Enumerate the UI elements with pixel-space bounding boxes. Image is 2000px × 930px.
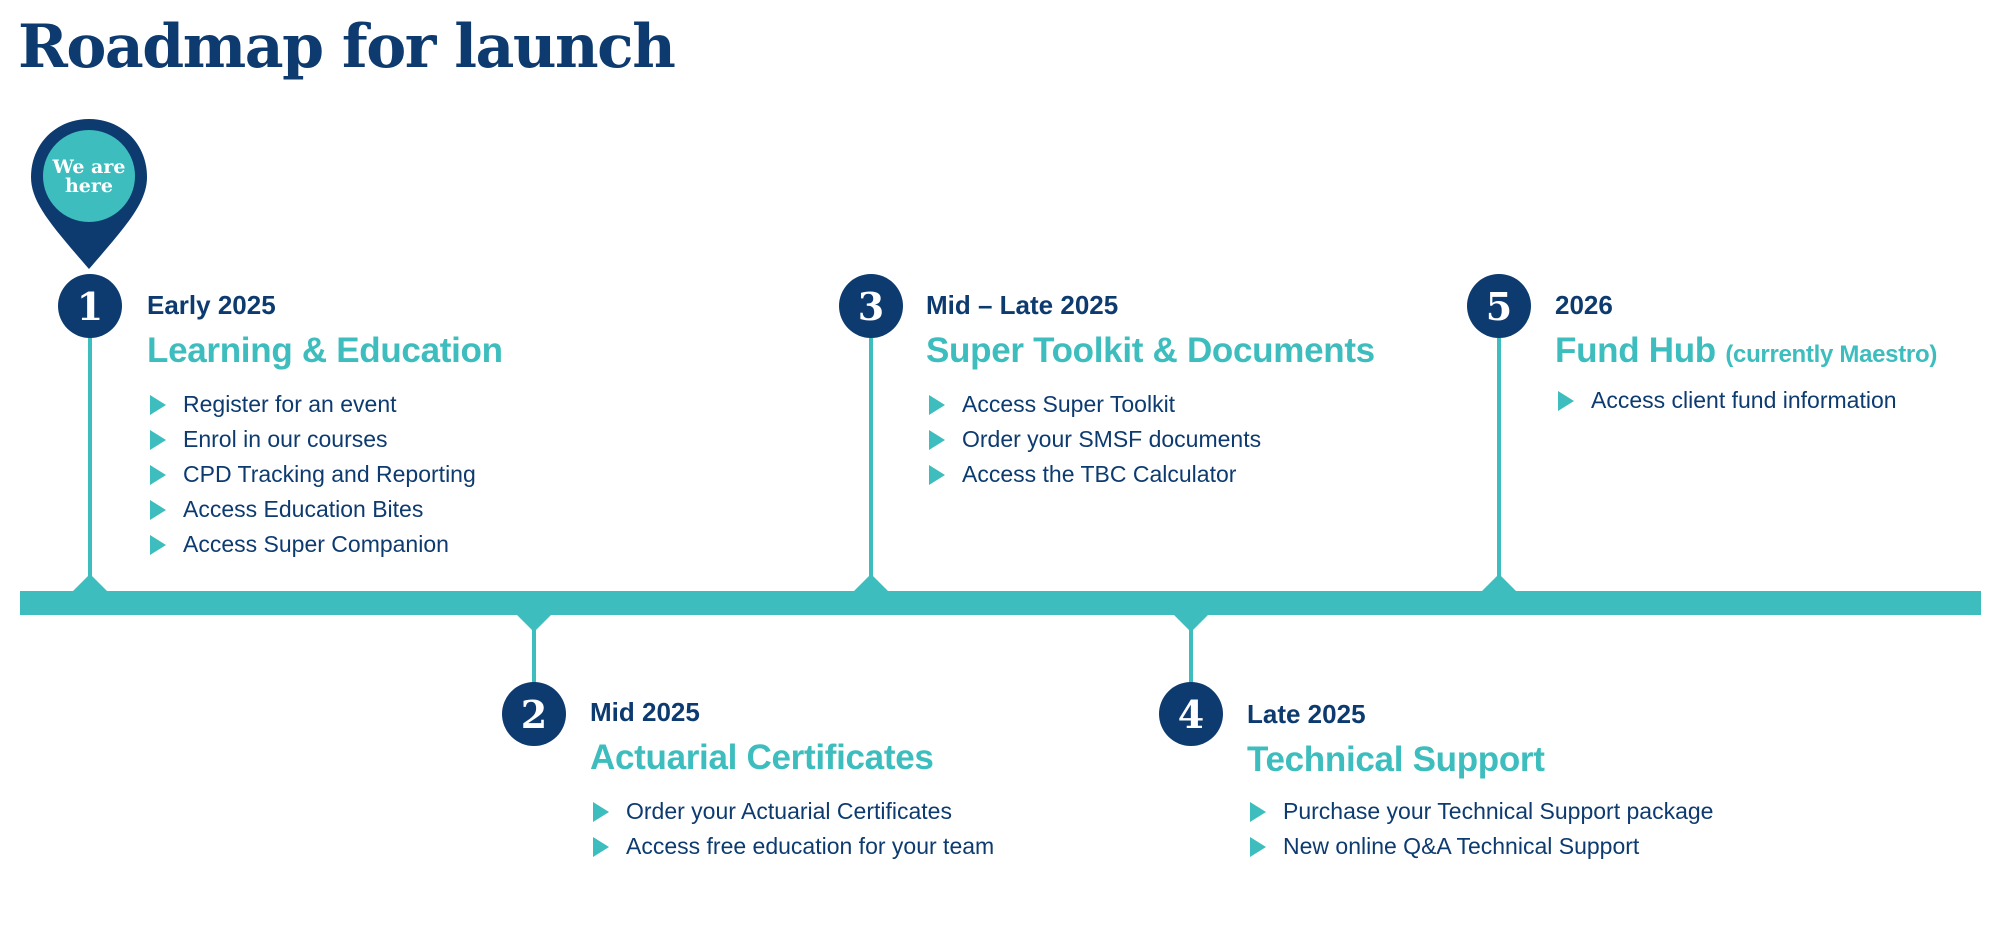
list-item: Purchase your Technical Support package: [1247, 794, 1713, 829]
list-item-label: Access client fund information: [1591, 387, 1897, 413]
milestone-period: 2026: [1555, 290, 1613, 320]
we-are-here-label: We are here: [44, 158, 134, 196]
arrow-icon: [1250, 801, 1266, 822]
milestone-item-list: Order your Actuarial Certificates Access…: [590, 794, 994, 864]
list-item: CPD Tracking and Reporting: [147, 457, 503, 492]
milestone-heading: Learning & Education: [147, 331, 503, 370]
milestone-period: Late 2025: [1247, 699, 1366, 729]
notch-2: [516, 614, 552, 632]
notch-4: [1173, 614, 1209, 632]
milestone-5-marker: 5: [1467, 274, 1531, 338]
milestone-heading-text: Fund Hub: [1555, 331, 1716, 370]
list-item-label: Order your SMSF documents: [962, 426, 1262, 452]
list-item-label: Access Super Toolkit: [962, 391, 1176, 417]
list-item-label: CPD Tracking and Reporting: [183, 461, 476, 487]
arrow-icon: [150, 499, 166, 520]
list-item: Access client fund information: [1555, 383, 1937, 418]
notch-3: [853, 574, 889, 592]
arrow-icon: [929, 394, 945, 415]
list-item: Access Education Bites: [147, 492, 503, 527]
arrow-icon: [929, 464, 945, 485]
list-item-label: Access the TBC Calculator: [962, 461, 1237, 487]
list-item-label: New online Q&A Technical Support: [1283, 833, 1640, 859]
milestone-3: Mid – Late 2025 Super Toolkit & Document…: [926, 290, 1375, 492]
list-item-label: Access free education for your team: [626, 833, 995, 859]
milestone-2-marker: 2: [502, 682, 566, 746]
connector-3: [869, 338, 873, 578]
list-item: New online Q&A Technical Support: [1247, 829, 1713, 864]
milestone-item-list: Purchase your Technical Support package …: [1247, 794, 1713, 864]
list-item-label: Enrol in our courses: [183, 426, 388, 452]
milestone-1: Early 2025 Learning & Education Register…: [147, 290, 503, 562]
list-item-label: Access Super Companion: [183, 531, 449, 557]
list-item: Register for an event: [147, 387, 503, 422]
connector-4: [1189, 628, 1193, 686]
connector-1: [88, 338, 92, 578]
arrow-icon: [150, 394, 166, 415]
milestone-period: Mid 2025: [590, 697, 700, 727]
timeline-bar: [20, 591, 1981, 615]
milestone-4-marker: 4: [1159, 682, 1223, 746]
milestone-heading: Fund Hub (currently Maestro): [1555, 331, 1937, 371]
notch-1: [72, 574, 108, 592]
milestone-heading: Super Toolkit & Documents: [926, 331, 1375, 370]
list-item: Order your SMSF documents: [926, 422, 1375, 457]
list-item: Order your Actuarial Certificates: [590, 794, 994, 829]
milestone-heading: Actuarial Certificates: [590, 738, 934, 777]
connector-5: [1497, 338, 1501, 578]
milestone-period: Mid – Late 2025: [926, 290, 1119, 320]
arrow-icon: [1250, 836, 1266, 857]
arrow-icon: [1558, 390, 1574, 411]
arrow-icon: [929, 429, 945, 450]
list-item-label: Purchase your Technical Support package: [1283, 798, 1714, 824]
arrow-icon: [593, 801, 609, 822]
list-item: Access Super Toolkit: [926, 387, 1375, 422]
notch-5: [1481, 574, 1517, 592]
list-item-label: Register for an event: [183, 391, 397, 417]
list-item: Enrol in our courses: [147, 422, 503, 457]
milestone-item-list: Access Super Toolkit Order your SMSF doc…: [926, 387, 1375, 492]
arrow-icon: [150, 534, 166, 555]
arrow-icon: [150, 464, 166, 485]
list-item-label: Access Education Bites: [183, 496, 424, 522]
page-title: Roadmap for launch: [18, 12, 676, 82]
milestone-heading-note: (currently Maestro): [1725, 341, 1938, 368]
list-item: Access free education for your team: [590, 829, 994, 864]
arrow-icon: [593, 836, 609, 857]
milestone-2: Mid 2025 Actuarial Certificates Order yo…: [590, 697, 994, 864]
milestone-5: 2026 Fund Hub (currently Maestro) Access…: [1555, 290, 1937, 418]
location-pin-icon: [31, 119, 147, 269]
list-item: Access Super Companion: [147, 527, 503, 562]
milestone-heading: Technical Support: [1247, 740, 1545, 779]
pin-label-line-2: here: [64, 175, 113, 197]
milestone-4: Late 2025 Technical Support Purchase you…: [1247, 699, 1713, 864]
connector-2: [532, 628, 536, 686]
milestone-3-marker: 3: [839, 274, 903, 338]
pin-label-line-1: We are: [52, 156, 126, 178]
milestone-item-list: Register for an event Enrol in our cours…: [147, 387, 503, 562]
milestone-item-list: Access client fund information: [1555, 383, 1937, 418]
list-item: Access the TBC Calculator: [926, 457, 1375, 492]
milestone-1-marker: 1: [58, 274, 122, 338]
arrow-icon: [150, 429, 166, 450]
milestone-period: Early 2025: [147, 290, 276, 320]
list-item-label: Order your Actuarial Certificates: [626, 798, 952, 824]
